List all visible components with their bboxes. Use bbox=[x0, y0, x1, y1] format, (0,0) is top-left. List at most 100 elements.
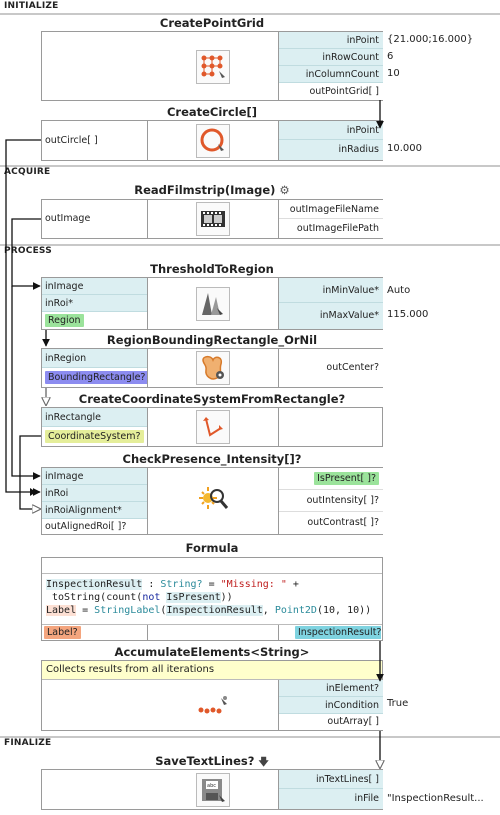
formula-line-2[interactable]: toString(count(not IsPresent)) bbox=[46, 591, 233, 604]
formula-fn: StringLabel bbox=[94, 605, 161, 616]
checkpresence-title[interactable]: CheckPresence_Intensity[]? bbox=[122, 452, 302, 466]
output-inspectionresult[interactable]: InspectionResult? bbox=[295, 626, 381, 640]
port-checkpresence-inimage[interactable]: inImage bbox=[42, 468, 147, 485]
section-acquire: ACQUIRE bbox=[4, 167, 51, 177]
value-inradius[interactable]: 10.000 bbox=[387, 143, 422, 154]
accumulate-title[interactable]: AccumulateElements<String> bbox=[114, 645, 310, 659]
port-outimagefilename[interactable]: outImageFileName bbox=[279, 200, 383, 219]
port-inregion[interactable]: inRegion bbox=[42, 349, 147, 368]
savetextlines-title[interactable]: SaveTextLines? 🡇 bbox=[42, 754, 382, 772]
port-outpointgrid[interactable]: outPointGrid[ ] bbox=[279, 83, 383, 100]
port-inminvalue[interactable]: inMinValue* bbox=[279, 278, 383, 303]
download-arrow-icon[interactable]: 🡇 bbox=[258, 757, 269, 768]
point-grid-icon bbox=[196, 50, 230, 84]
port-outarray[interactable]: outArray[ ] bbox=[279, 714, 383, 730]
formula-fn2: Point2D bbox=[274, 605, 317, 616]
port-outcontrast[interactable]: outContrast[ ]? bbox=[279, 512, 383, 534]
value-inrowcount[interactable]: 6 bbox=[387, 51, 394, 62]
savetextlines-block[interactable]: inTextLines[ ] inFile abc bbox=[41, 769, 383, 810]
formula-string: "Missing: " bbox=[220, 579, 287, 590]
output-region[interactable]: Region bbox=[42, 312, 147, 329]
value-inminvalue[interactable]: Auto bbox=[387, 285, 411, 296]
accumulate-icon bbox=[196, 690, 230, 724]
formula-editor[interactable]: InspectionResult : String? = "Missing: "… bbox=[42, 574, 382, 624]
accumulate-block[interactable]: Collects results from all iterations inE… bbox=[41, 660, 383, 731]
thresholdtoregion-block[interactable]: inImage inRoi* Region inMinValue* inMaxV… bbox=[41, 277, 383, 330]
regionboundingrect-block[interactable]: inRegion BoundingRectangle? outCenter? bbox=[41, 348, 383, 388]
port-incolumncount[interactable]: inColumnCount bbox=[279, 66, 383, 83]
port-inrowcount[interactable]: inRowCount bbox=[279, 49, 383, 66]
port-createcircle-inpoint[interactable]: inPoint bbox=[279, 121, 383, 140]
createpointgrid-block[interactable]: inPoint inRowCount inColumnCount outPoin… bbox=[41, 31, 383, 101]
value-inpoint[interactable]: {21.000;16.000} bbox=[387, 34, 474, 45]
readfilmstrip-block[interactable]: outImage outImageFileName outImageFilePa… bbox=[41, 199, 383, 239]
output-ispresent[interactable]: IsPresent[ ]? bbox=[279, 468, 383, 490]
port-incondition[interactable]: inCondition bbox=[279, 697, 383, 714]
value-inmaxvalue[interactable]: 115.000 bbox=[387, 309, 429, 320]
checkpresence-block[interactable]: inImage inRoi inRoiAlignment* outAligned… bbox=[41, 467, 383, 535]
port-inmaxvalue[interactable]: inMaxValue* bbox=[279, 303, 383, 329]
port-threshold-inimage[interactable]: inImage bbox=[42, 278, 147, 295]
label-tag[interactable]: Label? bbox=[44, 626, 81, 639]
formula-label-var: Label bbox=[46, 605, 77, 616]
wire-image-2 bbox=[11, 286, 41, 480]
port-outcircle[interactable]: outCircle[ ] bbox=[42, 121, 147, 160]
inspectionresult-tag[interactable]: InspectionResult? bbox=[295, 626, 381, 639]
formula-block[interactable]: InspectionResult : String? = "Missing: "… bbox=[41, 557, 383, 641]
formula-line-1[interactable]: InspectionResult : String? = "Missing: "… bbox=[46, 578, 299, 591]
createcircle-title[interactable]: CreateCircle[] bbox=[166, 105, 258, 119]
port-threshold-inroi[interactable]: inRoi* bbox=[42, 295, 147, 312]
presence-check-icon bbox=[196, 484, 230, 518]
formula-plus: + bbox=[286, 579, 299, 590]
value-incondition[interactable]: True bbox=[387, 698, 409, 709]
port-outimage[interactable]: outImage bbox=[42, 200, 147, 238]
readfilmstrip-title-text: ReadFilmstrip(Image) bbox=[134, 183, 276, 197]
formula-output-var: InspectionResult bbox=[46, 579, 143, 590]
port-inelement[interactable]: inElement? bbox=[279, 680, 383, 697]
port-outcenter[interactable]: outCenter? bbox=[279, 349, 383, 387]
port-inrectangle[interactable]: inRectangle bbox=[42, 408, 147, 427]
createcoordsystem-title[interactable]: CreateCoordinateSystemFromRectangle? bbox=[78, 392, 346, 406]
ispresent-tag[interactable]: IsPresent[ ]? bbox=[314, 472, 379, 485]
coordinatesystem-tag[interactable]: CoordinateSystem? bbox=[45, 430, 144, 443]
thresholdtoregion-title[interactable]: ThresholdToRegion bbox=[150, 262, 274, 276]
region-tag[interactable]: Region bbox=[45, 314, 84, 327]
port-infile[interactable]: inFile bbox=[279, 789, 383, 809]
section-divider bbox=[0, 736, 500, 738]
formula-open: ( bbox=[160, 605, 167, 616]
boundingrectangle-tag[interactable]: BoundingRectangle? bbox=[45, 371, 147, 384]
formula-args: (10, 10)) bbox=[316, 605, 372, 616]
formula-type: String? bbox=[160, 579, 203, 590]
threshold-icon bbox=[196, 287, 230, 321]
port-outintensity[interactable]: outIntensity[ ]? bbox=[279, 490, 383, 512]
value-incolumncount[interactable]: 10 bbox=[387, 68, 400, 79]
port-intextlines[interactable]: inTextLines[ ] bbox=[279, 770, 383, 789]
output-label[interactable]: Label? bbox=[44, 626, 81, 640]
createpointgrid-title[interactable]: CreatePointGrid bbox=[159, 16, 265, 30]
port-outalignedroi[interactable]: outAlignedRoi[ ]? bbox=[42, 519, 147, 534]
formula-not-keyword: not bbox=[142, 592, 161, 603]
output-coordinatesystem[interactable]: CoordinateSystem? bbox=[42, 427, 147, 446]
createcoordsystem-block[interactable]: inRectangle CoordinateSystem? bbox=[41, 407, 383, 447]
createcircle-block[interactable]: outCircle[ ] inPoint inRadius bbox=[41, 120, 383, 161]
section-initialize: INITIALIZE bbox=[4, 1, 59, 11]
accumulate-comment[interactable]: Collects results from all iterations bbox=[42, 661, 382, 680]
port-outimagefilepath[interactable]: outImageFilePath bbox=[279, 219, 383, 238]
wire-coordsys bbox=[19, 435, 41, 509]
readfilmstrip-title[interactable]: ReadFilmstrip(Image) ⚙ bbox=[42, 183, 382, 197]
save-file-icon: abc bbox=[196, 773, 230, 807]
formula-arg: InspectionResult bbox=[166, 605, 263, 616]
port-inradius[interactable]: inRadius bbox=[279, 140, 383, 160]
value-infile[interactable]: "InspectionResult... bbox=[387, 793, 484, 804]
output-boundingrectangle[interactable]: BoundingRectangle? bbox=[42, 368, 147, 387]
circle-icon bbox=[196, 124, 230, 158]
port-inroialignment[interactable]: inRoiAlignment* bbox=[42, 502, 147, 519]
regionboundingrect-title[interactable]: RegionBoundingRectangle_OrNil bbox=[106, 333, 318, 347]
port-checkpresence-inroi[interactable]: inRoi bbox=[42, 485, 147, 502]
formula-title[interactable]: Formula bbox=[185, 541, 239, 555]
formula-line-3[interactable]: Label = StringLabel(InspectionResult, Po… bbox=[46, 604, 371, 617]
gear-icon[interactable]: ⚙ bbox=[279, 183, 290, 197]
wire-circle bbox=[5, 139, 41, 496]
coordinate-system-icon bbox=[196, 410, 230, 444]
port-inpoint[interactable]: inPoint bbox=[279, 32, 383, 49]
